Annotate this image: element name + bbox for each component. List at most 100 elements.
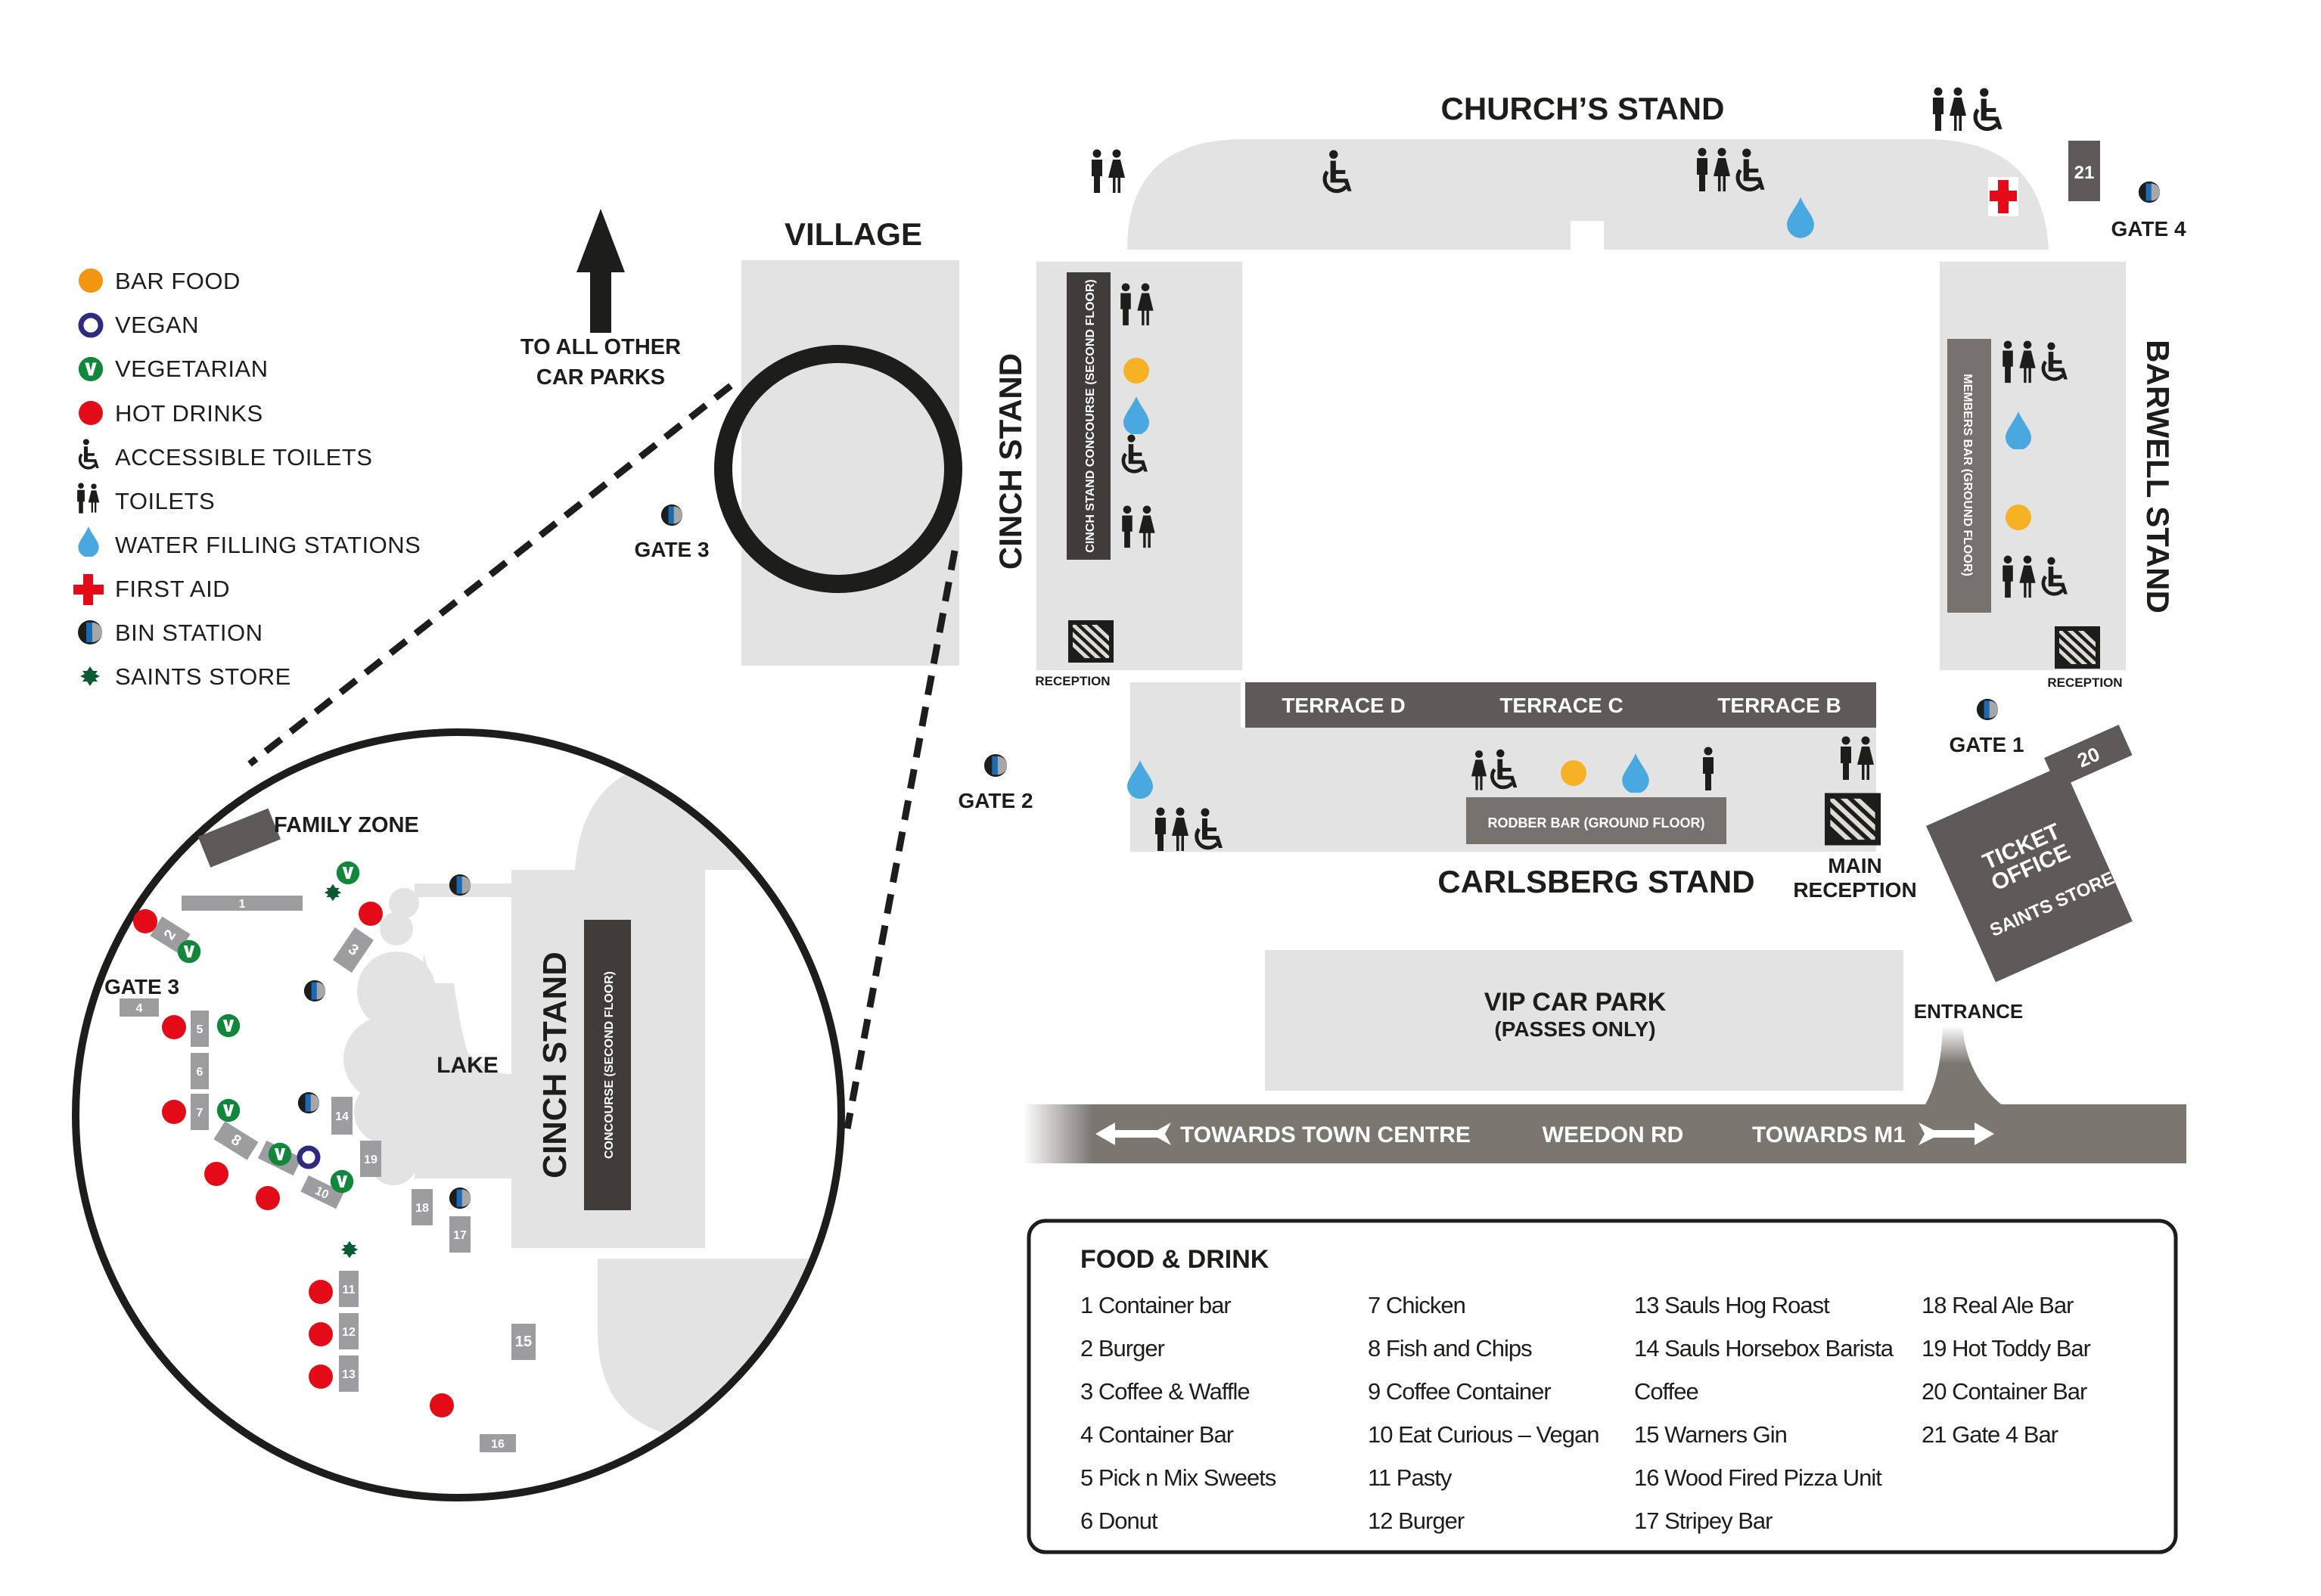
terrace-d-label: TERRACE D (1282, 694, 1405, 717)
bar-food-dot (1123, 358, 1149, 383)
bin-station-icon (983, 753, 1008, 778)
vip-passes-label: (PASSES ONLY) (1494, 1017, 1655, 1041)
terrace-b-label: TERRACE B (1717, 694, 1841, 717)
cinch-concourse-label: CINCH STAND CONCOURSE (SECOND FLOOR) (1084, 279, 1097, 552)
legend-label: WATER FILLING STATIONS (115, 532, 421, 558)
first-aid-cross-icon (1988, 177, 2018, 216)
food-unit-label: 18 (415, 1202, 429, 1215)
food-drink-item: 5 Pick n Mix Sweets (1080, 1464, 1276, 1491)
food-drink-item: 2 Burger (1080, 1335, 1165, 1362)
legend-label: BAR FOOD (115, 268, 241, 294)
hot-drinks-dot (79, 401, 103, 425)
inset-concourse-label: CONCOURSE (SECOND FLOOR) (603, 971, 616, 1159)
food-unit-8[interactable]: 8 (213, 1121, 259, 1160)
food-unit-label: 11 (343, 1284, 356, 1296)
churchs-stand-label: CHURCH’S STAND (1441, 91, 1725, 126)
food-unit-19[interactable]: 19 (360, 1141, 381, 1177)
food-unit-18[interactable]: 18 (412, 1189, 433, 1225)
gate-3-label: GATE 3 (634, 538, 709, 561)
vegetarian-v-badge (216, 1098, 241, 1122)
food-drink-panel (1027, 1219, 2178, 1554)
food-drink-item: 3 Coffee & Waffle (1080, 1378, 1250, 1405)
food-unit-label: 14 (335, 1110, 349, 1123)
wheelchair-icon (1975, 88, 2002, 129)
food-unit-4[interactable]: 4 (120, 998, 159, 1017)
leader-line (247, 383, 733, 767)
toilet-female-icon (1950, 87, 1966, 131)
bin-station-icon (78, 620, 102, 644)
inset-focus-ring (714, 345, 962, 593)
bin-station-icon (449, 874, 471, 896)
food-unit-7[interactable]: 7 (191, 1094, 209, 1130)
food-unit-5[interactable]: 5 (191, 1011, 209, 1047)
food-unit-label: 5 (197, 1023, 204, 1036)
food-drink-item: 10 Eat Curious – Vegan (1368, 1421, 1599, 1448)
food-unit-label: 15 (515, 1334, 532, 1350)
unit-21-label: 21 (2074, 163, 2095, 183)
food-unit-11[interactable]: 11 (339, 1271, 359, 1307)
first-aid-cross-icon (73, 574, 104, 605)
terraces-block (1245, 682, 1876, 728)
village-area (741, 260, 959, 666)
food-unit-6[interactable]: 6 (191, 1053, 209, 1089)
main-reception-label: RECEPTION (1793, 878, 1916, 902)
rodber-bar-label: RODBER BAR (GROUND FLOOR) (1488, 815, 1705, 831)
hot-drinks-dot (133, 909, 157, 933)
food-drink-item: Coffee (1634, 1378, 1698, 1405)
hot-drinks-dot (309, 1322, 333, 1346)
hot-drinks-dot (309, 1365, 333, 1389)
food-unit-1[interactable]: 1 (182, 896, 303, 911)
food-unit-3[interactable]: 3 (333, 927, 374, 973)
arrow-left-icon (1095, 1122, 1171, 1145)
toilet-female-icon (88, 483, 100, 513)
food-unit-label: 6 (197, 1066, 204, 1079)
food-drink-item: 7 Chicken (1368, 1292, 1465, 1318)
legend-label: ACCESSIBLE TOILETS (115, 444, 372, 470)
legend-label: SAINTS STORE (115, 663, 291, 690)
bin-station-icon (297, 1091, 320, 1114)
terrace-c-label: TERRACE C (1499, 694, 1623, 717)
food-unit-17[interactable]: 17 (449, 1216, 471, 1253)
barwell-stand-label: BARWELL STAND (2140, 340, 2176, 613)
food-unit-10[interactable]: 10 (300, 1175, 344, 1209)
hot-drinks-dot (359, 902, 383, 926)
gate-4-label: GATE 4 (2111, 217, 2186, 241)
legend-label: HOT DRINKS (115, 400, 263, 427)
bar-food-dot (79, 269, 103, 293)
car-parks-label: CAR PARKS (536, 365, 665, 390)
food-drink-item: 8 Fish and Chips (1368, 1335, 1532, 1362)
vegan-ring (78, 312, 104, 338)
hot-drinks-dot (204, 1162, 228, 1186)
members-bar-label: MEMBERS BAR (GROUND FLOOR) (1961, 374, 1974, 576)
towards-town-label: TOWARDS TOWN CENTRE (1180, 1122, 1471, 1147)
car-parks-arrow: TO ALL OTHER CAR PARKS (520, 209, 681, 390)
food-unit-16[interactable]: 16 (480, 1434, 516, 1452)
food-unit-12[interactable]: 12 (339, 1313, 359, 1349)
reception-label: RECEPTION (1035, 674, 1110, 688)
members-bar-block (1947, 339, 1991, 613)
food-drink-item: 6 Donut (1080, 1508, 1158, 1534)
rodber-bar-block (1466, 797, 1726, 844)
food-unit-13[interactable]: 13 (339, 1355, 359, 1392)
food-unit-15[interactable]: 15 (511, 1324, 536, 1360)
food-unit-label: 16 (491, 1438, 505, 1451)
churchs-stand-area (1127, 139, 2049, 250)
saints-store-icon (340, 1240, 359, 1259)
food-unit-2[interactable]: 2 (150, 916, 191, 954)
arrow-right-icon (1919, 1122, 1994, 1145)
wheelchair-icon (78, 439, 101, 470)
toilet-male-icon (77, 483, 85, 514)
food-unit-label: 10 (313, 1185, 331, 1202)
vip-car-park (1265, 950, 1903, 1091)
food-drink-item: 11 Pasty (1368, 1464, 1453, 1491)
family-zone-block (197, 808, 281, 868)
food-unit-14[interactable]: 14 (331, 1097, 353, 1135)
inset-icons (133, 861, 471, 1417)
up-arrow-icon (576, 209, 625, 333)
legend-label: VEGAN (115, 312, 199, 338)
food-drink-item: 13 Sauls Hog Roast (1634, 1292, 1830, 1318)
water-drop-icon (78, 526, 99, 557)
inset-cinch-stand-label: CINCH STAND (536, 952, 573, 1178)
vegetarian-v-badge (330, 1169, 354, 1194)
carlsberg-stand-label: CARLSBERG STAND (1437, 864, 1754, 899)
